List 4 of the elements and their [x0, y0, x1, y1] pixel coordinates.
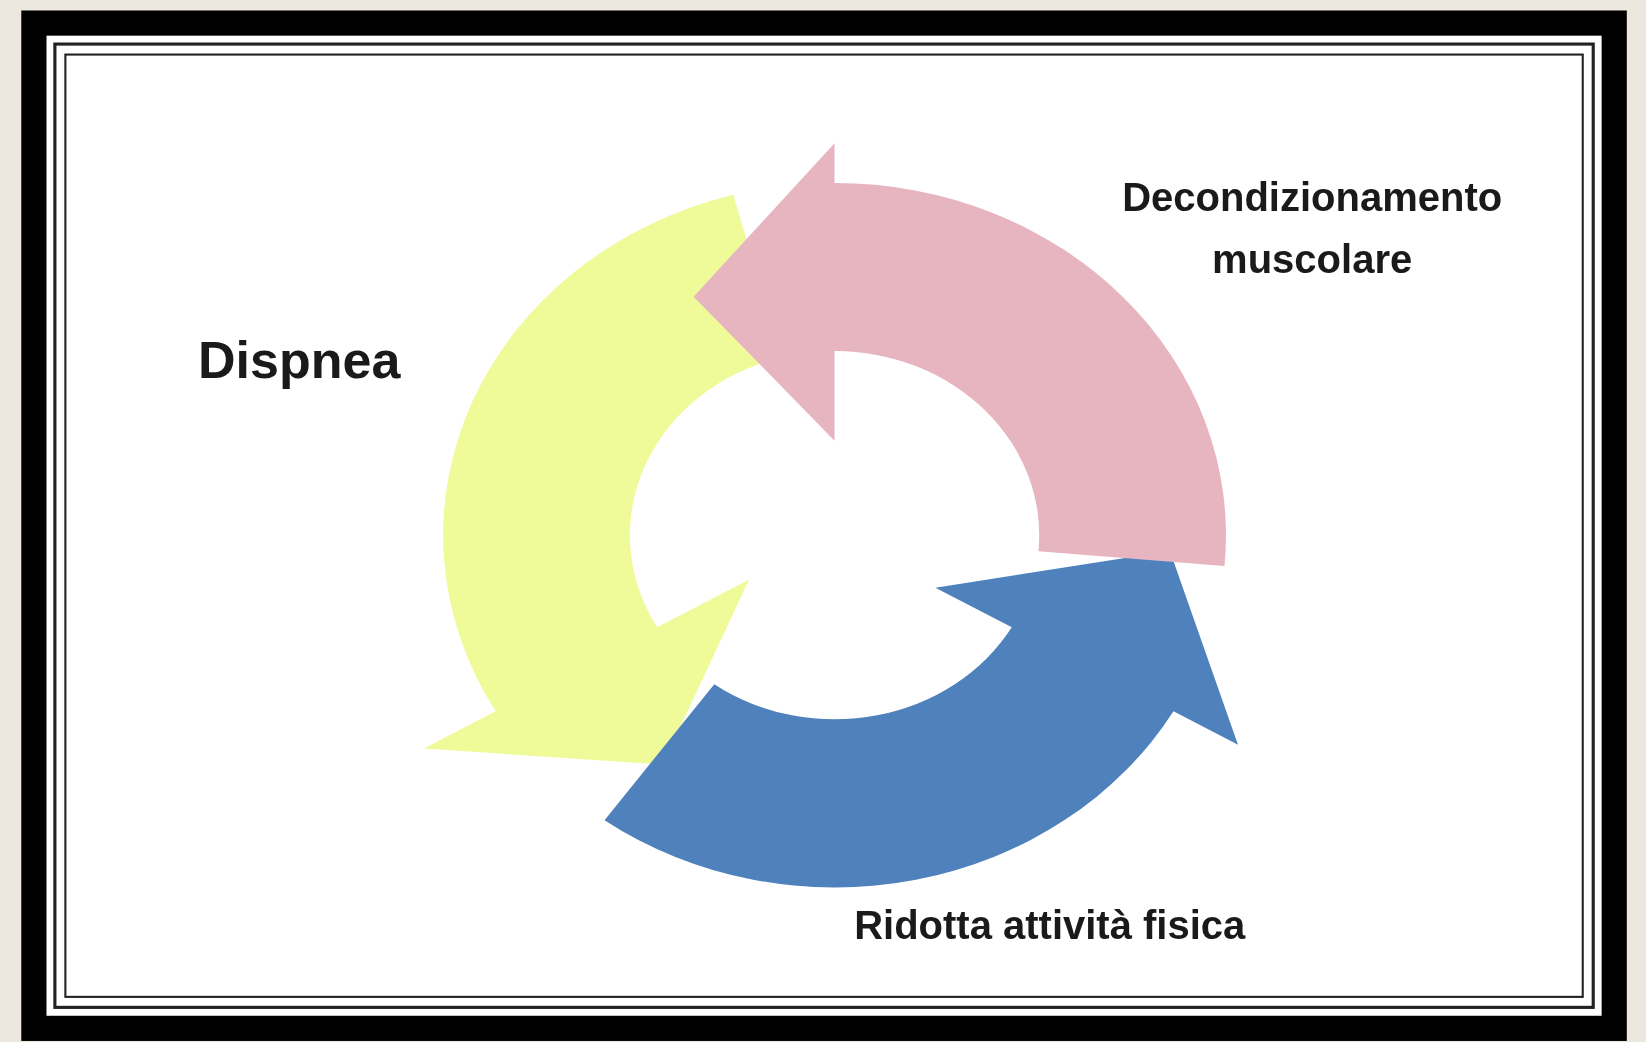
cycle-label: Decondizionamento muscolare	[1039, 165, 1586, 290]
cycle-label: Dispnea	[125, 320, 473, 401]
cycle-label: Ridotta attività fisica	[755, 894, 1344, 957]
curved-arrow	[693, 143, 1226, 566]
